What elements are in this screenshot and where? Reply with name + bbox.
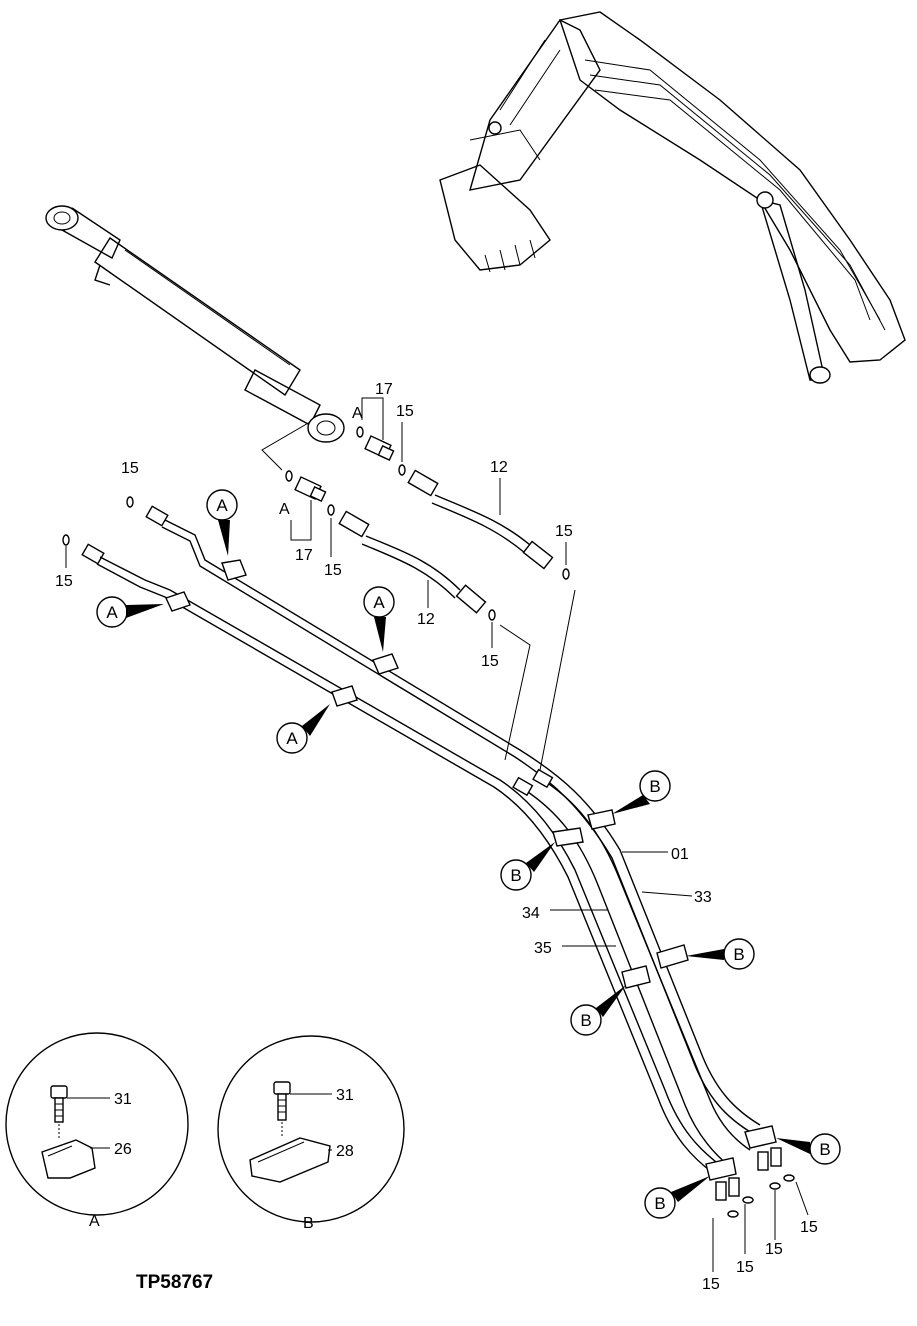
ref-marker-b-4: B <box>570 985 626 1036</box>
o-ring-upper-a <box>356 426 364 438</box>
ref-marker-b-5: B <box>776 1133 841 1165</box>
detail-b-clamp-label: 28 <box>336 1143 354 1160</box>
clamp-b-1 <box>587 809 616 830</box>
o-ring-15-upper <box>398 464 406 476</box>
label-12-upper: 12 <box>490 459 508 476</box>
ref-marker-a-3: A <box>363 586 395 652</box>
arm-cylinder <box>45 205 345 443</box>
hose-12-lower <box>338 510 487 614</box>
o-ring-15-hose-end-lower <box>488 609 496 621</box>
clamp-b-5 <box>744 1125 777 1149</box>
detail-a-label: A <box>89 1213 100 1230</box>
clamp-b-3 <box>656 944 689 969</box>
end-fitting-1 <box>715 1181 727 1201</box>
svg-text:A: A <box>216 496 228 515</box>
clamp-26 <box>41 1139 96 1179</box>
o-ring-15-end-2 <box>742 1196 754 1204</box>
label-01: 01 <box>671 846 689 863</box>
ref-marker-b-3: B <box>686 938 755 970</box>
ref-marker-a-1: A <box>206 489 238 556</box>
svg-text:B: B <box>733 945 744 964</box>
detail-a-clamp-label: 26 <box>114 1141 132 1158</box>
label-17-lower: 17 <box>295 547 313 564</box>
label-12-lower: 12 <box>417 611 435 628</box>
ref-marker-a-4: A <box>276 704 330 754</box>
pipe-lines <box>81 505 809 1272</box>
svg-text:A: A <box>286 729 298 748</box>
end-fitting-3 <box>757 1151 769 1171</box>
label-15-end-3: 15 <box>765 1241 783 1258</box>
label-35: 35 <box>534 940 552 957</box>
label-17-upper: 17 <box>375 381 393 398</box>
svg-text:B: B <box>649 777 660 796</box>
elbow-fitting-17-lower <box>294 476 327 502</box>
label-15-mid: 15 <box>481 653 499 670</box>
clamp-a-1 <box>221 559 247 581</box>
label-15-end-4: 15 <box>800 1219 818 1236</box>
detail-view-a: 31 26 A <box>5 1032 189 1230</box>
svg-text:B: B <box>510 866 521 885</box>
svg-text:A: A <box>373 593 385 612</box>
label-34: 34 <box>522 905 540 922</box>
o-ring-15-line-b <box>62 534 70 546</box>
label-33: 33 <box>694 889 712 906</box>
clamp-a-2 <box>165 591 191 612</box>
label-a-lower: A <box>279 501 290 518</box>
detail-a-bolt-label: 31 <box>114 1091 132 1108</box>
callout-labels: 17 15 15 12 15 17 15 15 12 15 01 33 34 3… <box>55 381 818 1293</box>
label-15-lower: 15 <box>324 562 342 579</box>
svg-text:B: B <box>654 1194 665 1213</box>
label-15-line-b: 15 <box>55 573 73 590</box>
o-ring-15-end-4 <box>783 1174 795 1182</box>
label-15-end-2: 15 <box>736 1259 754 1276</box>
label-15-line-a: 15 <box>121 460 139 477</box>
label-15-upper: 15 <box>396 403 414 420</box>
svg-text:B: B <box>580 1011 591 1030</box>
clamp-a-3 <box>372 653 399 675</box>
o-ring-15-line-a <box>126 496 134 508</box>
clamp-b-4 <box>621 965 651 989</box>
o-ring-15-end-3 <box>769 1182 781 1190</box>
ref-marker-a-2: A <box>96 596 164 628</box>
hose-12-upper <box>407 469 554 570</box>
end-fitting-2 <box>728 1177 740 1197</box>
reference-markers: A A A A B B B <box>96 489 841 1219</box>
clamp-28 <box>249 1137 331 1183</box>
svg-text:A: A <box>106 603 118 622</box>
detail-b-bolt-label: 31 <box>336 1087 354 1104</box>
label-15-right: 15 <box>555 523 573 540</box>
ref-marker-b-2: B <box>500 842 555 891</box>
clamp-b-2 <box>552 827 584 847</box>
o-ring-15-hose-end-upper <box>562 568 570 580</box>
ref-marker-b-6: B <box>644 1176 710 1219</box>
o-ring-lower-a <box>285 470 293 482</box>
o-ring-15-lower <box>327 504 335 516</box>
svg-text:B: B <box>819 1140 830 1159</box>
document-id: TP58767 <box>136 1272 213 1293</box>
fittings-hoses <box>62 397 576 771</box>
o-ring-15-end-1 <box>727 1210 739 1218</box>
elbow-fitting-17-upper <box>364 435 395 461</box>
detail-b-label: B <box>303 1215 314 1232</box>
label-a-upper: A <box>352 405 363 422</box>
end-fitting-4 <box>770 1147 782 1167</box>
clamp-b-6 <box>705 1157 737 1181</box>
clamp-a-4 <box>331 685 358 707</box>
label-15-end-1: 15 <box>702 1276 720 1293</box>
detail-view-b: 31 28 B <box>217 1035 405 1232</box>
ref-marker-b-1: B <box>612 770 671 814</box>
excavator-overview <box>439 11 906 384</box>
